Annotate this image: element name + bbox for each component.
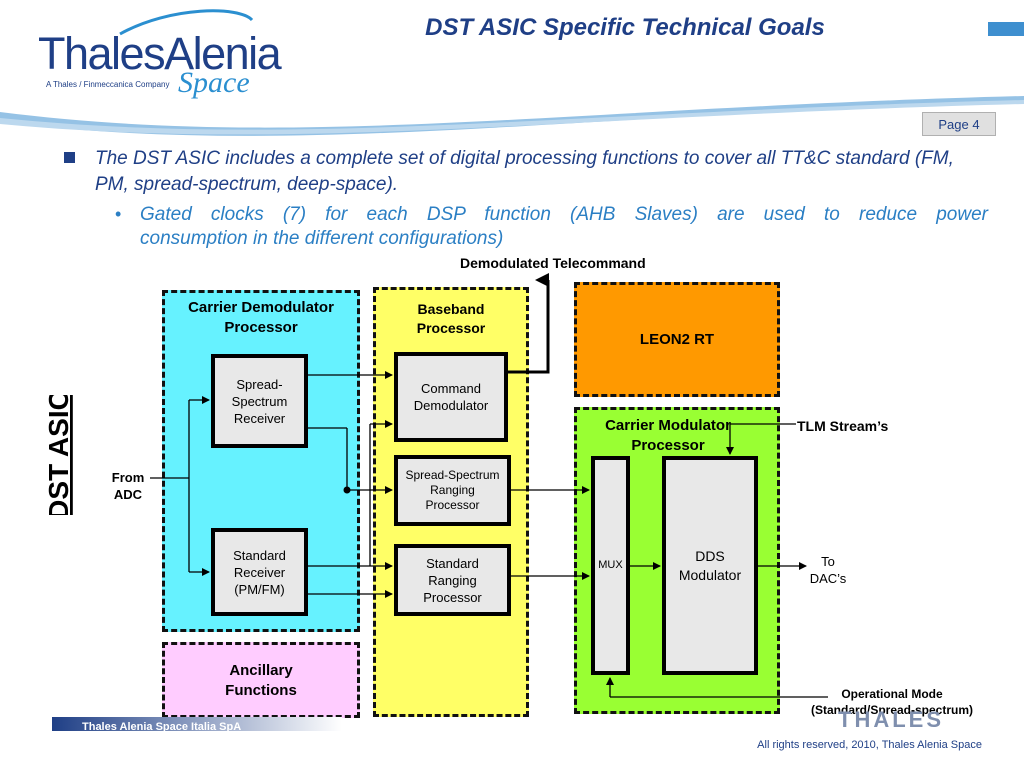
logo-tagline: A Thales / Finmeccanica Company xyxy=(46,80,170,89)
leon2-label: LEON2 RT xyxy=(639,331,715,348)
header-swoosh xyxy=(0,9,1024,136)
bullet-level2-line2: consumption in the different configurati… xyxy=(140,228,504,249)
bullet-level2-line1: Gated clocks (7) for each DSP function (… xyxy=(140,204,988,225)
footer-company-band: Thales Alenia Space Italia SpA xyxy=(52,717,342,733)
logo-text: ThalesAlenia xyxy=(38,28,282,79)
thales-logo: THALES xyxy=(838,707,944,732)
dst-asic-vertical-label: DST ASIC xyxy=(43,395,74,515)
svg-text:DST ASIC: DST ASIC xyxy=(43,395,74,515)
bullet-level1: The DST ASIC includes a complete set of … xyxy=(95,148,954,195)
leon2-region xyxy=(574,282,780,397)
dot-bullet-icon: • xyxy=(115,204,122,224)
ancillary-functions-region xyxy=(162,642,360,718)
copyright-text: All rights reserved, 2010, Thales Alenia… xyxy=(757,739,982,751)
logo-space: Space xyxy=(178,66,250,99)
tlm-stream-label: TLM Stream’s xyxy=(797,418,889,434)
mux-block: MUX xyxy=(591,456,630,675)
demodulated-telecommand-label: Demodulated Telecommand xyxy=(460,255,646,271)
page-number: Page 4 xyxy=(922,112,996,136)
operational-mode-label: Operational Mode(Standard/Spread-spectru… xyxy=(810,687,974,717)
square-bullet-icon xyxy=(64,152,75,163)
slide-title: DST ASIC Specific Technical Goals xyxy=(425,14,825,41)
footer-company: Thales Alenia Space Italia SpA xyxy=(82,721,242,733)
accent-bar xyxy=(988,22,1024,36)
